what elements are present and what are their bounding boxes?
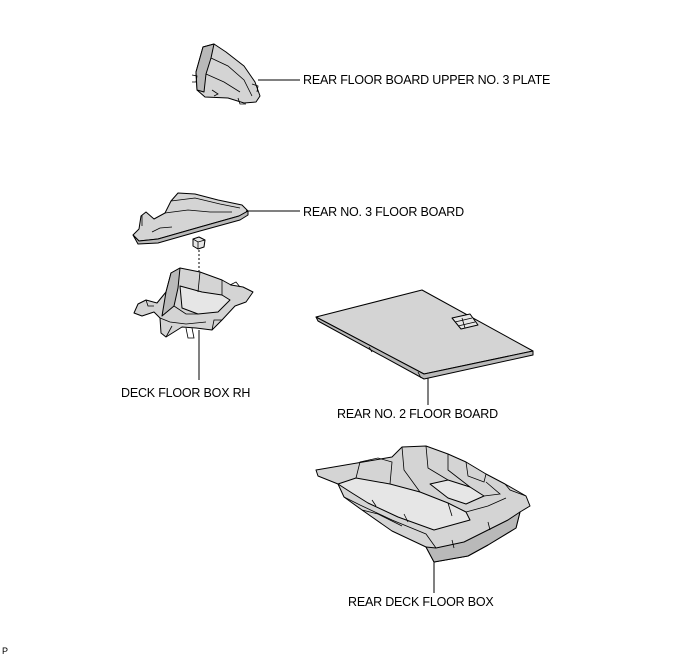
no2-board-part	[315, 289, 534, 380]
figure-code: P	[2, 646, 9, 656]
label-no3-board: REAR NO. 3 FLOOR BOARD	[303, 205, 464, 219]
label-no2-board: REAR NO. 2 FLOOR BOARD	[337, 407, 498, 421]
label-rear-deck-box: REAR DECK FLOOR BOX	[348, 595, 494, 609]
rear-deck-floor-box-part	[315, 445, 531, 563]
clip-fastener	[192, 236, 206, 250]
label-upper-plate: REAR FLOOR BOARD UPPER NO. 3 PLATE	[303, 73, 551, 87]
no3-board-part	[132, 192, 249, 245]
deck-floor-box-rh-part	[133, 267, 254, 339]
upper-plate-part	[191, 43, 261, 105]
label-deck-box-rh: DECK FLOOR BOX RH	[121, 386, 251, 400]
